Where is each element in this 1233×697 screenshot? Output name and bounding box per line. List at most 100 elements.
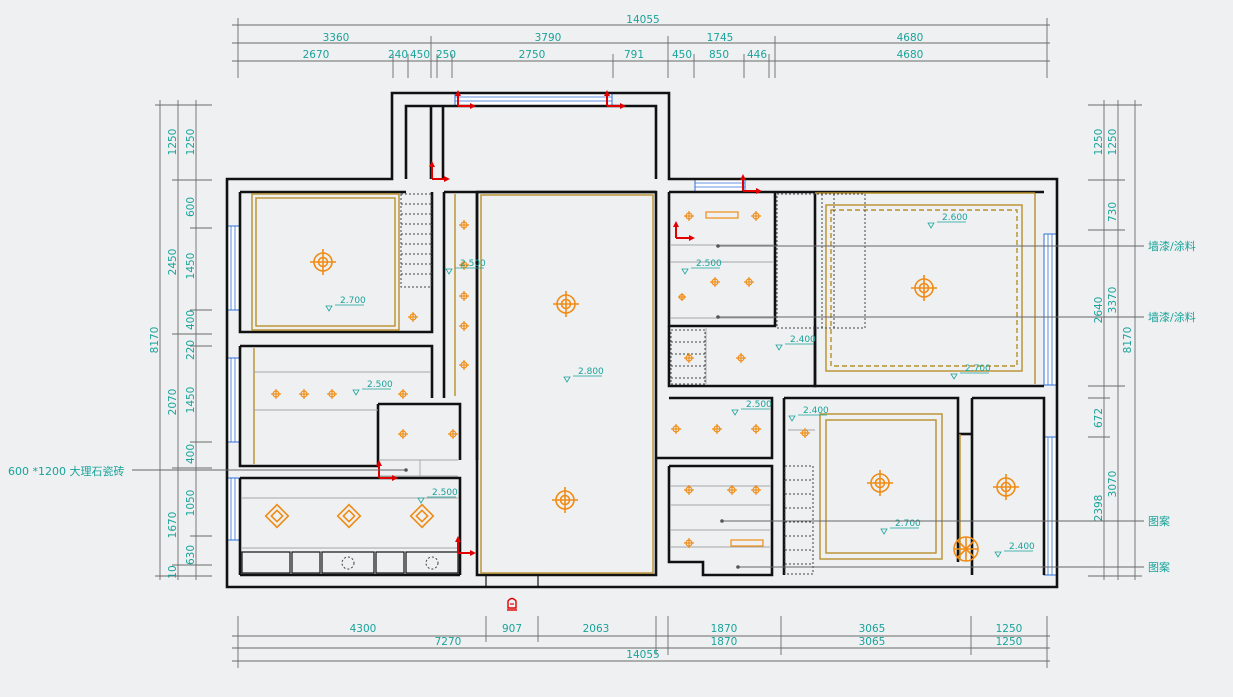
pendant-lamp-icon bbox=[336, 503, 362, 529]
svg-text:2.600: 2.600 bbox=[942, 213, 968, 223]
dim-top-total: 14055 bbox=[626, 14, 659, 26]
elevation-mark: 2.500 bbox=[417, 488, 458, 504]
annotation-wall-paint-1: 墙漆/涂料 bbox=[1148, 239, 1196, 253]
spotlight-icon bbox=[299, 389, 309, 399]
dim-top-3-5: 791 bbox=[624, 49, 644, 61]
elevation-mark: 2.400 bbox=[994, 542, 1035, 558]
spotlight-icon bbox=[751, 211, 761, 221]
spotlight-icon bbox=[800, 428, 810, 438]
dim-bottom-1-5: 1250 bbox=[996, 623, 1023, 635]
elevation-mark: 2.800 bbox=[563, 367, 604, 383]
elevation-mark: 2.700 bbox=[880, 519, 921, 535]
dim-left-3-0: 1250 bbox=[185, 129, 197, 156]
dim-top-3-2: 450 bbox=[410, 49, 430, 61]
spotlight-icon bbox=[736, 353, 746, 363]
view-arrow-icon bbox=[604, 90, 626, 109]
dim-left-3-6: 400 bbox=[185, 444, 197, 464]
dim-right-2-2: 3370 bbox=[1107, 287, 1119, 314]
linear-light-icon bbox=[705, 211, 739, 219]
elevation-mark: 2.500 bbox=[352, 380, 393, 396]
svg-text:2.500: 2.500 bbox=[746, 400, 772, 410]
spotlight-icon bbox=[671, 424, 681, 434]
spotlight-icon bbox=[684, 353, 694, 363]
spotlight-icon bbox=[744, 277, 754, 287]
dim-left-2-1: 2450 bbox=[167, 249, 179, 276]
svg-text:2.500: 2.500 bbox=[432, 488, 458, 498]
pendant-lamp-icon bbox=[264, 503, 290, 529]
dim-top-3-3: 250 bbox=[436, 49, 456, 61]
dim-left-3-8: 630 bbox=[185, 545, 197, 565]
svg-text:2.700: 2.700 bbox=[965, 364, 991, 374]
window-left-1 bbox=[226, 225, 241, 311]
dim-top-3-6: 450 bbox=[672, 49, 692, 61]
ceiling-lamp-icon bbox=[552, 487, 578, 513]
dim-bottom-2-2: 3065 bbox=[859, 636, 886, 648]
dim-top-3-0: 2670 bbox=[303, 49, 330, 61]
spotlight-icon bbox=[448, 429, 458, 439]
window-right-2 bbox=[1043, 436, 1058, 576]
left-dimensions: 8170 1250 2450 2070 1670 10 1250 600 145… bbox=[149, 100, 212, 580]
dim-top-2-1: 3790 bbox=[535, 32, 562, 44]
annotation-pattern-1: 图案 bbox=[1148, 514, 1170, 528]
spotlight-icon bbox=[712, 424, 722, 434]
view-arrow-icon bbox=[376, 460, 398, 481]
dim-top-3-9: 4680 bbox=[897, 49, 924, 61]
spotlight-icon bbox=[684, 485, 694, 495]
spotlight-icon bbox=[751, 485, 761, 495]
window-top-center bbox=[454, 92, 613, 107]
svg-text:2.500: 2.500 bbox=[367, 380, 393, 390]
dim-right-3-2: 672 bbox=[1093, 408, 1105, 428]
dim-right-3-0: 1250 bbox=[1093, 129, 1105, 156]
dim-top-3-1: 240 bbox=[388, 49, 408, 61]
view-arrow-icon bbox=[429, 161, 450, 182]
ceiling-trims bbox=[251, 192, 1036, 574]
right-dimensions: 1250 2640 672 2398 1250 730 3370 3070 81… bbox=[1088, 100, 1142, 580]
spotlight-icon bbox=[459, 220, 469, 230]
dim-right-2-1: 730 bbox=[1107, 202, 1119, 222]
dim-right-2-0: 1250 bbox=[1107, 129, 1119, 156]
dim-left-3-2: 1450 bbox=[185, 253, 197, 280]
spotlight-icon bbox=[710, 277, 720, 287]
window-right-1 bbox=[1043, 233, 1058, 386]
elevation-mark: 2.400 bbox=[775, 335, 816, 351]
dim-bottom-1-4: 3065 bbox=[859, 623, 886, 635]
view-arrow-icon bbox=[673, 221, 695, 241]
annotations: 墙漆/涂料 墙漆/涂料 图案 图案 600 *1200 大理石瓷砖 bbox=[8, 239, 1196, 574]
spotlight-icon bbox=[398, 389, 408, 399]
walls bbox=[225, 91, 1059, 589]
dim-left-3-7: 1050 bbox=[185, 490, 197, 517]
dim-top-2-0: 3360 bbox=[323, 32, 350, 44]
window-top-right bbox=[694, 178, 746, 193]
view-arrow-icon bbox=[455, 536, 476, 556]
spotlight-icon bbox=[459, 321, 469, 331]
elevation-mark: 2.500 bbox=[681, 259, 722, 275]
elevation-mark: 2.700 bbox=[325, 296, 366, 312]
spotlight-icon bbox=[684, 211, 694, 221]
dim-left-2-3: 1670 bbox=[167, 512, 179, 539]
dim-left-3-4: 220 bbox=[185, 340, 197, 360]
elevation-marks: 2.500 2.700 2.500 2.800 2.500 2.500 bbox=[325, 213, 1035, 558]
svg-text:2.700: 2.700 bbox=[340, 296, 366, 306]
svg-text:2.500: 2.500 bbox=[460, 259, 486, 269]
dim-bottom-2-1: 1870 bbox=[711, 636, 738, 648]
dim-bottom-1-3: 1870 bbox=[711, 623, 738, 635]
svg-text:2.500: 2.500 bbox=[696, 259, 722, 269]
bottom-dimensions: 4300 907 2063 1870 3065 1250 7270 1870 3… bbox=[232, 616, 1050, 668]
spotlight-icon bbox=[751, 424, 761, 434]
ceiling-lamp-icon bbox=[553, 291, 579, 317]
dim-left-2-0: 1250 bbox=[167, 129, 179, 156]
dim-top-3-8: 446 bbox=[747, 49, 767, 61]
elevation-mark: 2.600 bbox=[927, 213, 968, 229]
spotlight-icon bbox=[271, 389, 281, 399]
spotlight-icon bbox=[327, 389, 337, 399]
svg-text:2.400: 2.400 bbox=[790, 335, 816, 345]
spotlight-icon bbox=[459, 360, 469, 370]
svg-text:2.400: 2.400 bbox=[803, 406, 829, 416]
spotlight-icon bbox=[684, 538, 694, 548]
cabinets bbox=[241, 193, 866, 575]
dim-bottom-1-1: 907 bbox=[502, 623, 522, 635]
dim-bottom-1-0: 4300 bbox=[350, 623, 377, 635]
linear-light-icon bbox=[730, 539, 764, 547]
ceiling-lamp-icon bbox=[310, 249, 336, 275]
